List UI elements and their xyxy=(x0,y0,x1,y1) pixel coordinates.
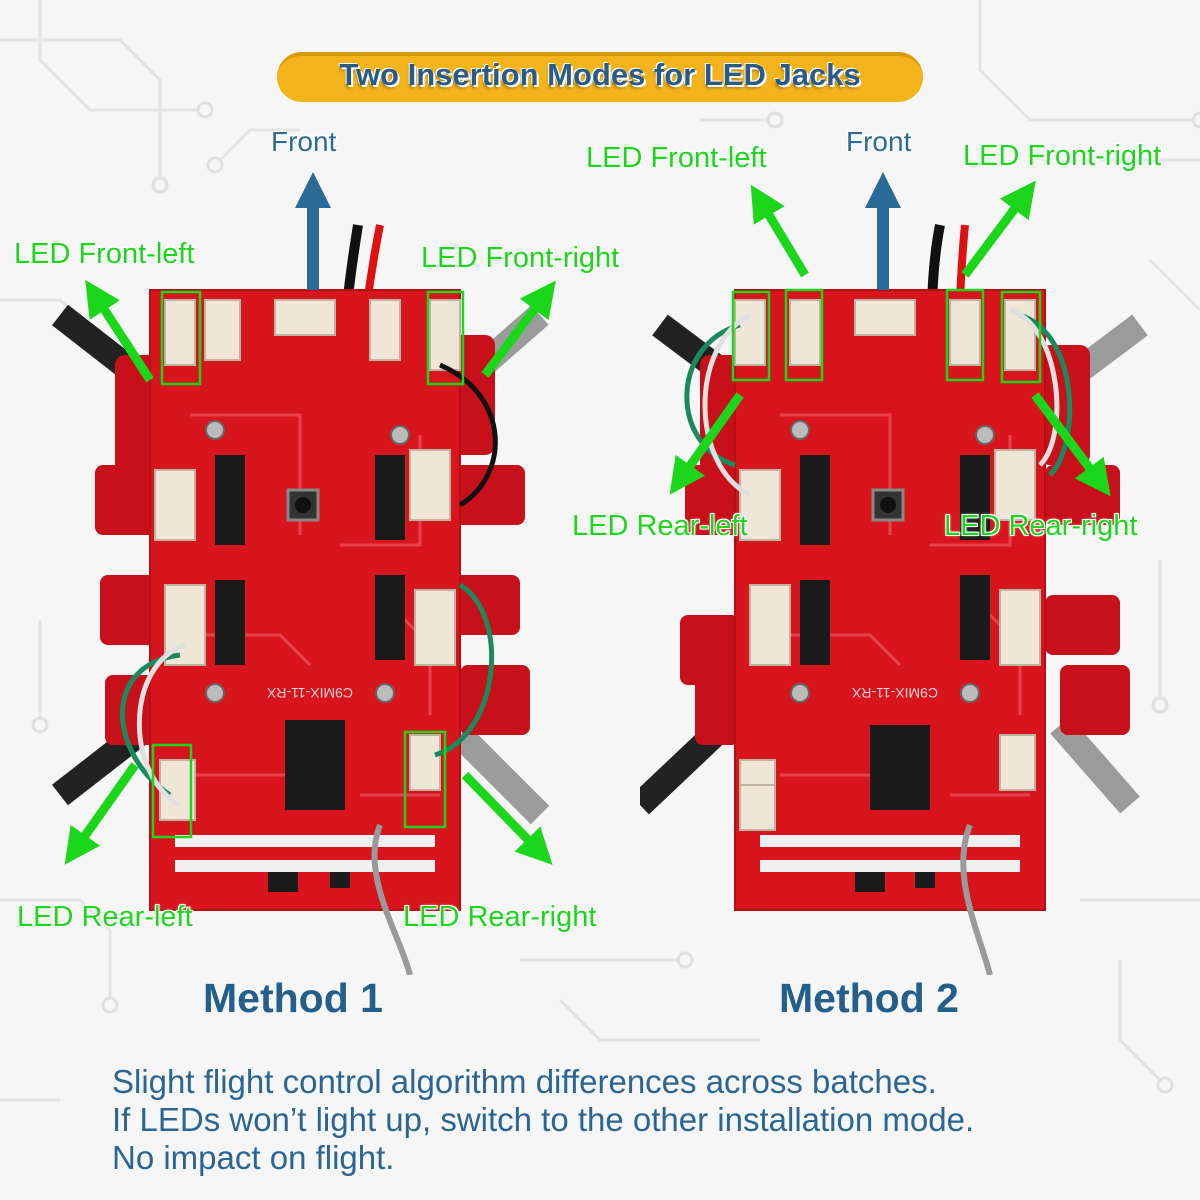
board-marking-2: C9MIX-11-RX xyxy=(851,685,938,701)
pcb-board-method1: C9MIX-11-RX xyxy=(52,224,550,975)
note-line-2: If LEDs won’t light up, switch to the ot… xyxy=(112,1101,975,1138)
led-rear-right-label-2: LED Rear-right xyxy=(944,510,1138,542)
method1-heading: Method 1 xyxy=(203,975,383,1021)
note-line-1: Slight flight control algorithm differen… xyxy=(112,1063,937,1100)
led-rear-left-label-1: LED Rear-left xyxy=(17,901,193,933)
led-front-right-label-2: LED Front-right xyxy=(963,140,1162,172)
led-front-left-label-1: LED Front-left xyxy=(14,238,195,270)
led-rear-right-label-1: LED Rear-right xyxy=(403,901,597,933)
led-front-left-label-2: LED Front-left xyxy=(586,142,767,174)
pcb-board-method2: C9MIX-11-RX xyxy=(640,224,1148,975)
led-front-right-label-1: LED Front-right xyxy=(421,242,620,274)
notes-block: Slight flight control algorithm differen… xyxy=(112,1063,974,1177)
front-label-method1: Front xyxy=(271,126,337,157)
method2-heading: Method 2 xyxy=(779,975,959,1021)
page-title: Two Insertion Modes for LED Jacks xyxy=(339,57,861,92)
led-rear-left-label-2: LED Rear-left xyxy=(572,510,748,542)
front-label-method2: Front xyxy=(846,126,912,157)
board-marking-1: C9MIX-11-RX xyxy=(266,685,353,701)
note-line-3: No impact on flight. xyxy=(112,1139,395,1176)
title-banner xyxy=(277,52,923,102)
